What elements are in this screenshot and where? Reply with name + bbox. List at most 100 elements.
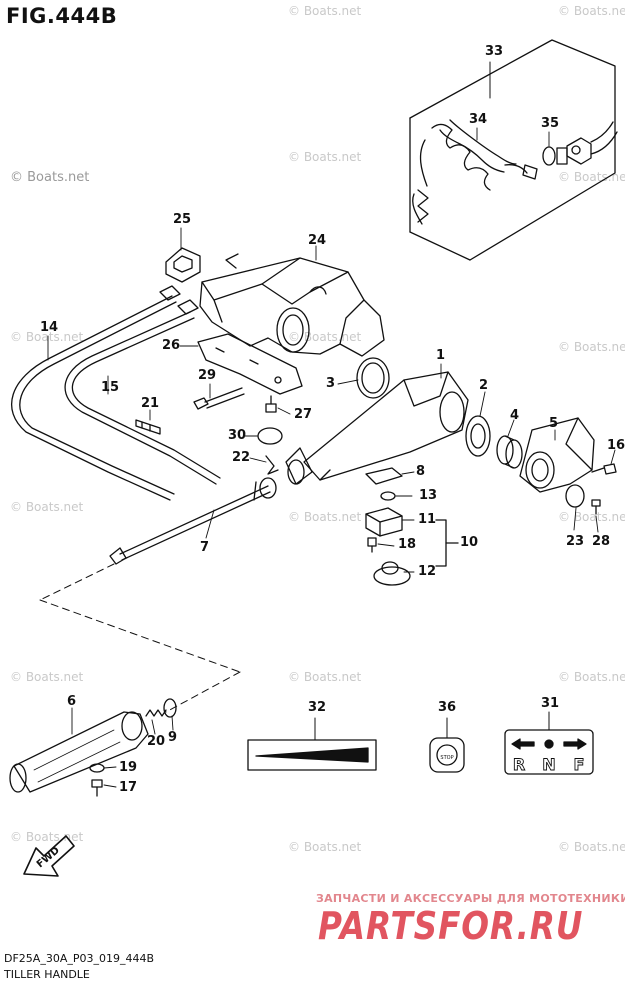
watermark: © Boats.net (558, 840, 625, 854)
screw-28 (591, 499, 601, 515)
spring-20 (145, 709, 167, 717)
callout-21: 21 (141, 396, 160, 411)
bracket-plate (197, 333, 303, 395)
callout-1: 1 (436, 348, 446, 363)
callout-36: 36 (438, 700, 457, 715)
brand-tagline: ЗАПЧАСТИ И АКСЕССУАРЫ ДЛЯ МОТОТЕХНИКИ (316, 892, 625, 905)
plate-8 (365, 467, 403, 485)
brand-logo: PARTSFOR.RU (318, 904, 584, 948)
watermark: © Boats.net (558, 170, 625, 184)
clip-22 (265, 455, 279, 475)
watermark: © Boats.net (10, 830, 84, 844)
grommet-part (165, 247, 201, 283)
callout-16: 16 (607, 438, 625, 453)
washer-13 (380, 491, 396, 501)
callout-11: 11 (418, 512, 437, 527)
callout-15: 15 (101, 380, 120, 395)
washer-19 (89, 763, 105, 773)
callout-29: 29 (198, 368, 217, 383)
callout-30: 30 (228, 428, 247, 443)
callout-33: 33 (485, 44, 504, 59)
shift-letter-n: N (542, 755, 555, 774)
watermark: © Boats.net (288, 510, 362, 524)
shift-letter-f: F (574, 755, 585, 774)
screw-18 (367, 537, 377, 553)
watermark: © Boats.net (558, 340, 625, 354)
arm-5 (519, 417, 595, 493)
group-bracket-10 (435, 519, 447, 567)
knob-12 (373, 561, 411, 586)
callout-32: 32 (308, 700, 327, 715)
callout-25: 25 (173, 212, 192, 227)
throttle-cable-14 (10, 285, 181, 501)
tiller-handle-body (285, 371, 469, 485)
callout-7: 7 (200, 540, 210, 555)
watermark: © Boats.net (10, 670, 84, 684)
callout-14: 14 (40, 320, 59, 335)
stop-cap-label: STOP (440, 755, 453, 761)
callout-12: 12 (418, 564, 437, 579)
rubber-21 (135, 419, 161, 435)
callout-20: 20 (147, 734, 166, 749)
block-11 (365, 507, 403, 537)
alignment-dash (39, 563, 241, 713)
callout-31: 31 (541, 696, 560, 711)
callout-6: 6 (67, 694, 77, 709)
ring-2 (465, 415, 491, 457)
callout-28: 28 (592, 534, 611, 549)
diagram-code: DF25A_30A_P03_019_444B (4, 952, 155, 965)
callout-34: 34 (469, 112, 488, 127)
callout-5: 5 (549, 416, 559, 431)
nut-9 (163, 698, 177, 718)
bolt-29 (193, 387, 245, 410)
callout-8: 8 (416, 464, 426, 479)
callout-24: 24 (308, 233, 327, 248)
callout-10: 10 (460, 535, 479, 550)
watermark: © Boats.net (288, 840, 362, 854)
watermark: © Boats.net (10, 170, 90, 185)
shaft-7 (109, 477, 277, 565)
callout-27: 27 (294, 407, 313, 422)
callout-4: 4 (510, 408, 520, 423)
throttle-grip-6 (9, 711, 149, 793)
callout-18: 18 (398, 537, 417, 552)
shift-decal-31 (504, 729, 594, 775)
spacer-4 (496, 435, 523, 469)
lanyard-coil (412, 119, 538, 225)
watermark: © Boats.net (10, 500, 84, 514)
watermark: © Boats.net (288, 670, 362, 684)
bushing-ring (356, 357, 390, 399)
figure-label: FIG.444B (6, 4, 118, 28)
washer-23 (565, 484, 585, 508)
shift-letter-r: R (513, 755, 525, 774)
tiller-bracket-housing (199, 253, 385, 357)
watermark: © Boats.net (558, 4, 625, 18)
callout-2: 2 (479, 378, 489, 393)
callout-35: 35 (541, 116, 560, 131)
diagram-title: TILLER HANDLE (4, 968, 90, 981)
stop-switch-part (542, 121, 618, 166)
callout-9: 9 (168, 730, 178, 745)
bolt-16 (591, 463, 617, 475)
fwd-arrow-icon (23, 835, 75, 877)
throttle-cable-15 (64, 299, 221, 485)
decal-32 (247, 739, 377, 771)
screw-17 (91, 779, 103, 797)
cap-30 (257, 427, 283, 445)
callout-17: 17 (119, 780, 138, 795)
watermark: © Boats.net (558, 670, 625, 684)
ring-2-inner (470, 423, 486, 449)
watermark: © Boats.net (288, 150, 362, 164)
screw-27 (265, 395, 277, 413)
kit-33-outline (409, 39, 616, 261)
callout-22: 22 (232, 450, 251, 465)
callout-26: 26 (162, 338, 181, 353)
callout-3: 3 (326, 376, 336, 391)
fwd-label: FWD (35, 845, 62, 870)
watermark: © Boats.net (10, 330, 84, 344)
leader-lines (47, 127, 616, 788)
watermark: © Boats.net (288, 4, 362, 18)
callout-23: 23 (566, 534, 585, 549)
